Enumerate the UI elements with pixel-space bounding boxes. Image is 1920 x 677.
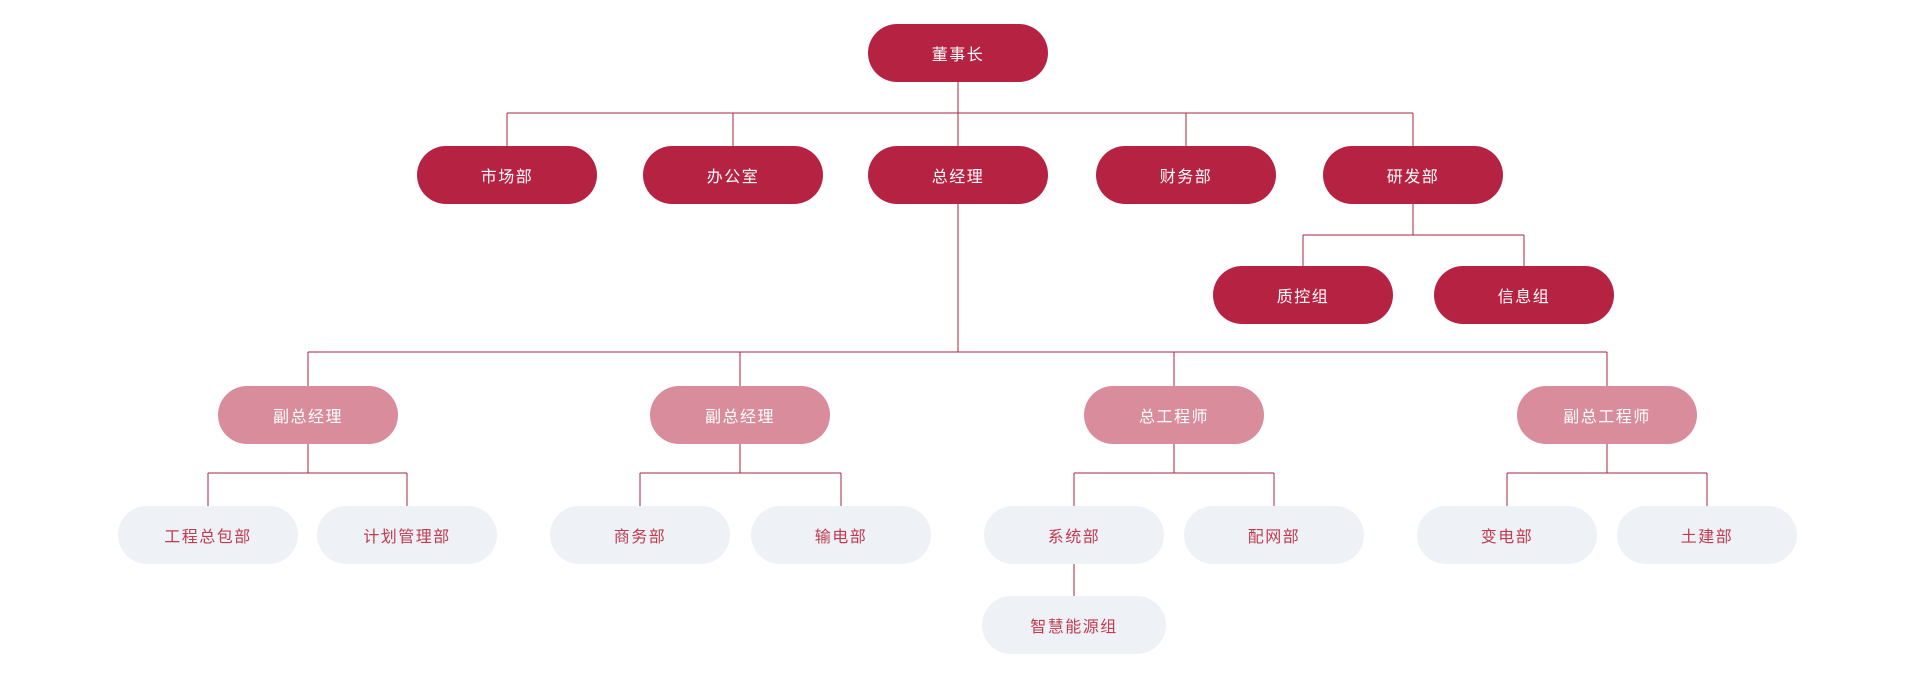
- node-deputy-gm-2: 副总经理: [650, 386, 830, 444]
- node-distribution-dept: 配网部: [1184, 506, 1364, 564]
- node-planning-dept: 计划管理部: [317, 506, 497, 564]
- node-rnd-dept: 研发部: [1323, 146, 1503, 204]
- node-civil-dept: 土建部: [1617, 506, 1797, 564]
- node-information-group: 信息组: [1434, 266, 1614, 324]
- node-chief-engineer: 总工程师: [1084, 386, 1264, 444]
- node-chairman: 董事长: [868, 24, 1048, 82]
- node-transmission-dept: 输电部: [751, 506, 931, 564]
- connector-path: [207, 82, 1708, 596]
- node-smart-energy-group: 智慧能源组: [982, 596, 1166, 654]
- node-marketing-dept: 市场部: [417, 146, 597, 204]
- node-office: 办公室: [643, 146, 823, 204]
- node-deputy-gm-1: 副总经理: [218, 386, 398, 444]
- node-quality-control-group: 质控组: [1213, 266, 1393, 324]
- node-deputy-chief-engineer: 副总工程师: [1517, 386, 1697, 444]
- node-business-dept: 商务部: [550, 506, 730, 564]
- node-substation-dept: 变电部: [1417, 506, 1597, 564]
- node-general-manager: 总经理: [868, 146, 1048, 204]
- node-system-dept: 系统部: [984, 506, 1164, 564]
- node-epc-dept: 工程总包部: [118, 506, 298, 564]
- node-finance-dept: 财务部: [1096, 146, 1276, 204]
